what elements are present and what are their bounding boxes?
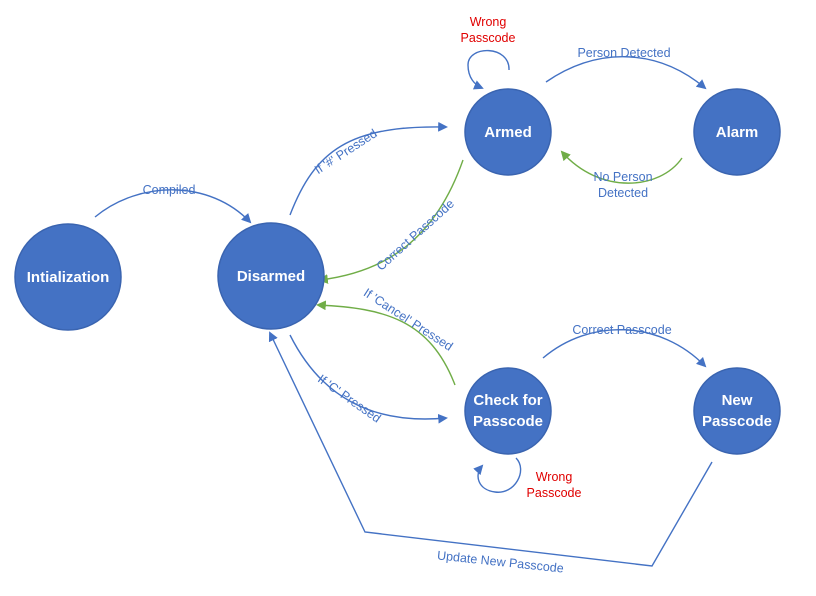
edge-if-c-pressed — [289, 334, 448, 424]
state-new-passcode-label-line2: Passcode — [702, 413, 772, 430]
state-check-for-passcode-label-line1: Check for — [473, 392, 542, 409]
label-wrong-passcode-armed-line1: Wrong — [470, 15, 507, 29]
state-disarmed-label: Disarmed — [237, 268, 305, 285]
edge-wrong-passcode-check-loop — [473, 457, 522, 493]
edge-correct-passcode-armed-disarmed — [318, 159, 464, 284]
edge-no-person-detected — [560, 150, 683, 184]
state-initialization-label: Intialization — [27, 269, 110, 286]
state-armed-label: Armed — [484, 124, 532, 141]
state-alarm-label: Alarm — [716, 124, 759, 141]
label-person-detected: Person Detected — [577, 46, 670, 60]
edge-compiled — [94, 189, 252, 224]
edge-correct-passcode-check-new — [542, 328, 707, 368]
label-wrong-passcode-armed-line2: Passcode — [461, 31, 516, 45]
label-correct-passcode-check-new: Correct Passcode — [572, 323, 671, 337]
state-armed: Armed — [464, 88, 552, 176]
edge-if-cancel-pressed — [316, 300, 456, 386]
label-update-new-passcode: Update New Passcode — [436, 548, 564, 575]
edge-if-hash-pressed — [289, 121, 448, 216]
state-new-passcode-label-line1: New — [722, 392, 753, 409]
label-compiled: Compiled — [143, 183, 196, 197]
edge-person-detected — [545, 56, 707, 90]
label-wrong-passcode-check-line1: Wrong — [536, 470, 573, 484]
state-new-passcode: New Passcode — [693, 367, 781, 455]
label-wrong-passcode-check-line2: Passcode — [527, 486, 582, 500]
state-initialization: Intialization — [14, 223, 122, 331]
state-check-for-passcode-label-line2: Passcode — [473, 413, 543, 430]
edge-wrong-passcode-armed-loop — [467, 49, 510, 90]
label-no-person-detected-line2: Detected — [598, 186, 648, 200]
label-no-person-detected-line1: No Person — [593, 170, 652, 184]
label-if-hash-pressed: If '#' Pressed — [312, 126, 380, 177]
label-if-cancel-pressed: If 'Cancel' Pressed — [361, 286, 455, 354]
state-check-for-passcode: Check for Passcode — [464, 367, 552, 455]
state-alarm: Alarm — [693, 88, 781, 176]
state-disarmed: Disarmed — [217, 222, 325, 330]
label-correct-passcode-armed-disarmed: Correct Passcode — [374, 197, 457, 274]
label-if-c-pressed: If 'C' Pressed — [315, 372, 383, 426]
edge-update-new-passcode — [268, 331, 713, 567]
